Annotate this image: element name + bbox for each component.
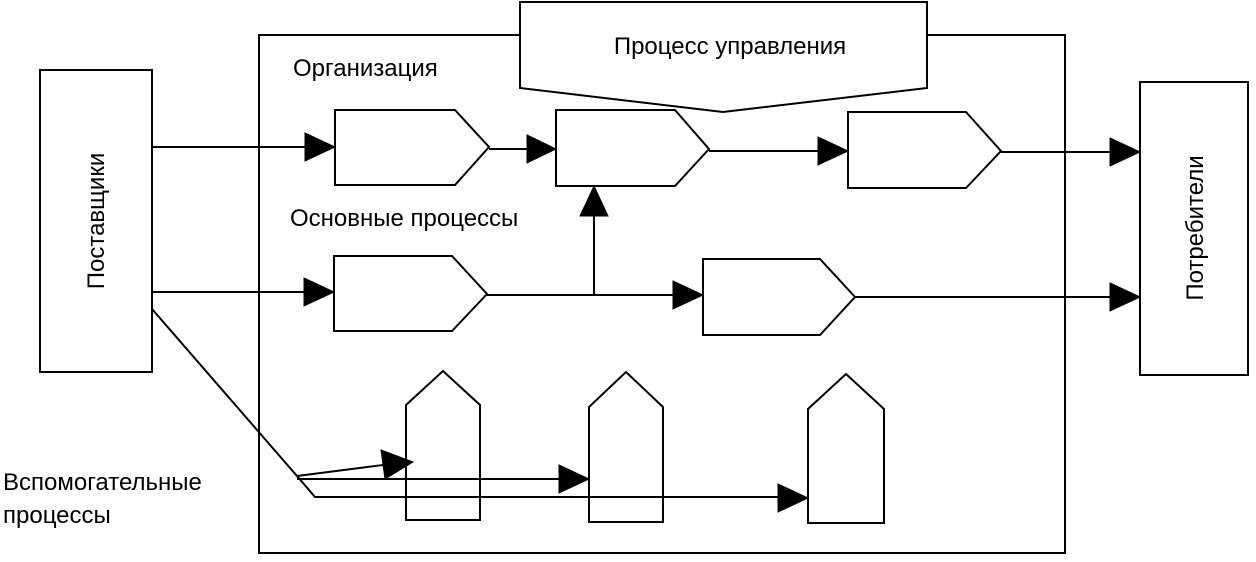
arrowhead — [558, 464, 591, 494]
support-process-1 — [405, 369, 481, 521]
support-process-2 — [588, 370, 664, 523]
main-process-5 — [702, 258, 857, 336]
consumers-label: Потребители — [1182, 155, 1209, 300]
suppliers-box — [39, 69, 153, 373]
consumers-box — [1139, 81, 1249, 376]
arrowhead — [1109, 282, 1142, 312]
flow-to-support-1 — [296, 464, 384, 477]
main-process-4 — [333, 255, 489, 332]
arrowhead — [777, 483, 810, 513]
arrowhead — [526, 134, 558, 164]
arrowhead — [672, 280, 705, 310]
flow-suppliers-to-support — [151, 308, 778, 498]
main-process-1 — [334, 109, 491, 186]
arrowhead — [380, 449, 415, 480]
main-process-2 — [555, 109, 711, 187]
organization-label: Организация — [293, 55, 438, 82]
arrowhead — [579, 184, 609, 217]
main-processes-label: Основные процессы — [290, 205, 518, 232]
support-process-3 — [807, 372, 885, 524]
arrowhead — [304, 132, 337, 162]
arrowhead — [303, 277, 336, 307]
support-processes-label-line1: Вспомогательные — [3, 469, 202, 496]
main-process-3 — [847, 111, 1003, 189]
suppliers-label: Поставщики — [83, 153, 110, 289]
support-processes-label-line2: процессы — [3, 502, 111, 529]
management-process-shape — [519, 1, 928, 114]
arrowhead — [1109, 137, 1142, 167]
management-process-label: Процесс управления — [614, 33, 846, 60]
arrowhead — [817, 136, 850, 166]
